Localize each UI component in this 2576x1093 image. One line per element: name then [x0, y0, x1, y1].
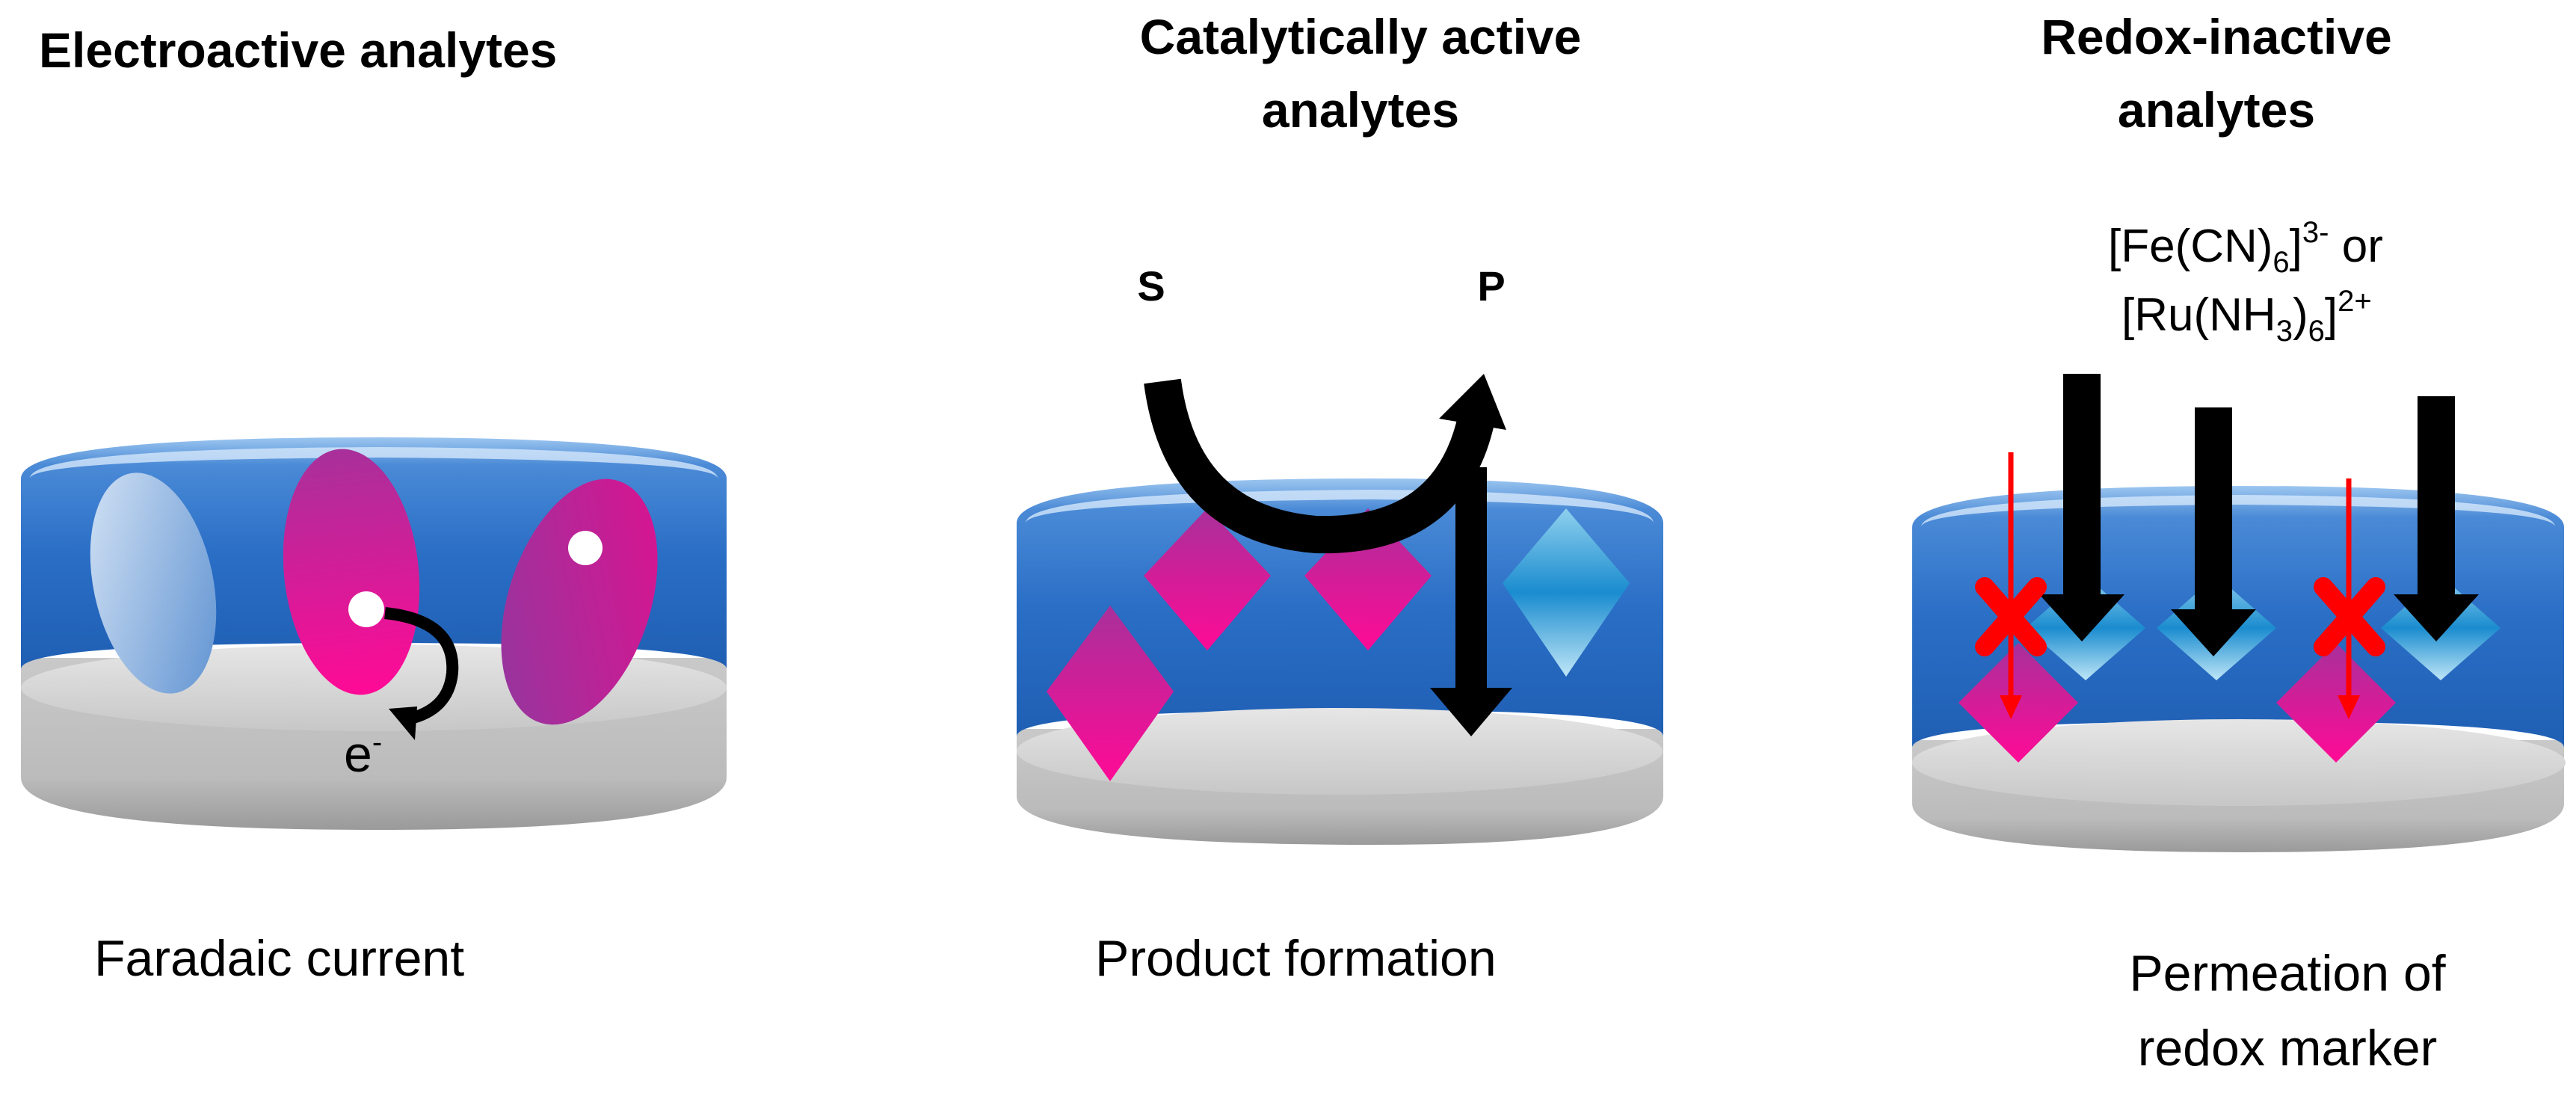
marker-arrow-2: [2195, 407, 2232, 613]
analyte-reduced: [283, 449, 420, 695]
redox-marker-line2: [Ru(NH3)6]2+: [2121, 285, 2372, 348]
electron-dot: [348, 591, 384, 627]
substrate-product-arrow: [1144, 378, 1495, 554]
analyte-oxidized: [501, 478, 658, 725]
panel-catalytic: Catalytically active analytes S P Produc…: [1017, 9, 1663, 987]
marker-arrow-2-head: [2171, 609, 2256, 656]
marker-arrow-1: [2063, 374, 2101, 598]
substrate-label: S: [1137, 262, 1165, 310]
panel-redox-title-line2: analytes: [2118, 82, 2315, 138]
inactive-analyte: [1503, 508, 1630, 677]
panel-electroactive: Electroactive analytes e- Faradaic curre…: [21, 22, 727, 987]
bound-analyte-2: [2276, 643, 2396, 763]
panel-redox-inactive: Redox-inactive analytes [Fe(CN)6]3- or […: [1912, 9, 2566, 1077]
panel-catalytic-title-line2: analytes: [1262, 82, 1459, 138]
panel-redox-title-line1: Redox-inactive: [2041, 9, 2391, 64]
panel-catalytic-caption: Product formation: [1095, 930, 1497, 987]
block-cross-1: [1975, 577, 2047, 656]
redox-marker-line1: [Fe(CN)6]3- or: [2108, 216, 2383, 279]
enzyme-analyte-3: [1047, 606, 1174, 781]
marker-arrow-3-head: [2394, 594, 2479, 641]
analyte-inactive: [90, 472, 217, 694]
panel-redox-caption-line2: redox marker: [2138, 1020, 2438, 1077]
marker-arrow-3: [2418, 396, 2455, 598]
product-down-arrow: [1455, 467, 1487, 692]
enzyme-analyte-1: [1144, 508, 1271, 650]
electron-transfer-arrow: [384, 607, 459, 725]
panel-electroactive-title: Electroactive analytes: [39, 22, 557, 78]
electron-label: e-: [344, 726, 382, 783]
panel-electroactive-caption: Faradaic current: [94, 930, 464, 987]
product-label: P: [1477, 262, 1505, 310]
block-cross-2: [2314, 577, 2385, 656]
panel-catalytic-title-line1: Catalytically active: [1140, 9, 1582, 64]
marker-arrow-1-head: [2039, 594, 2124, 641]
electron-arrow-head: [389, 706, 417, 740]
product-down-arrow-head: [1430, 688, 1512, 736]
substrate-product-arrow-head: [1439, 374, 1506, 430]
panel-redox-caption-line1: Permeation of: [2129, 945, 2445, 1002]
electrode-surface: [1912, 719, 2566, 806]
electron-hole: [568, 531, 603, 565]
electrode-surface: [1017, 708, 1663, 795]
